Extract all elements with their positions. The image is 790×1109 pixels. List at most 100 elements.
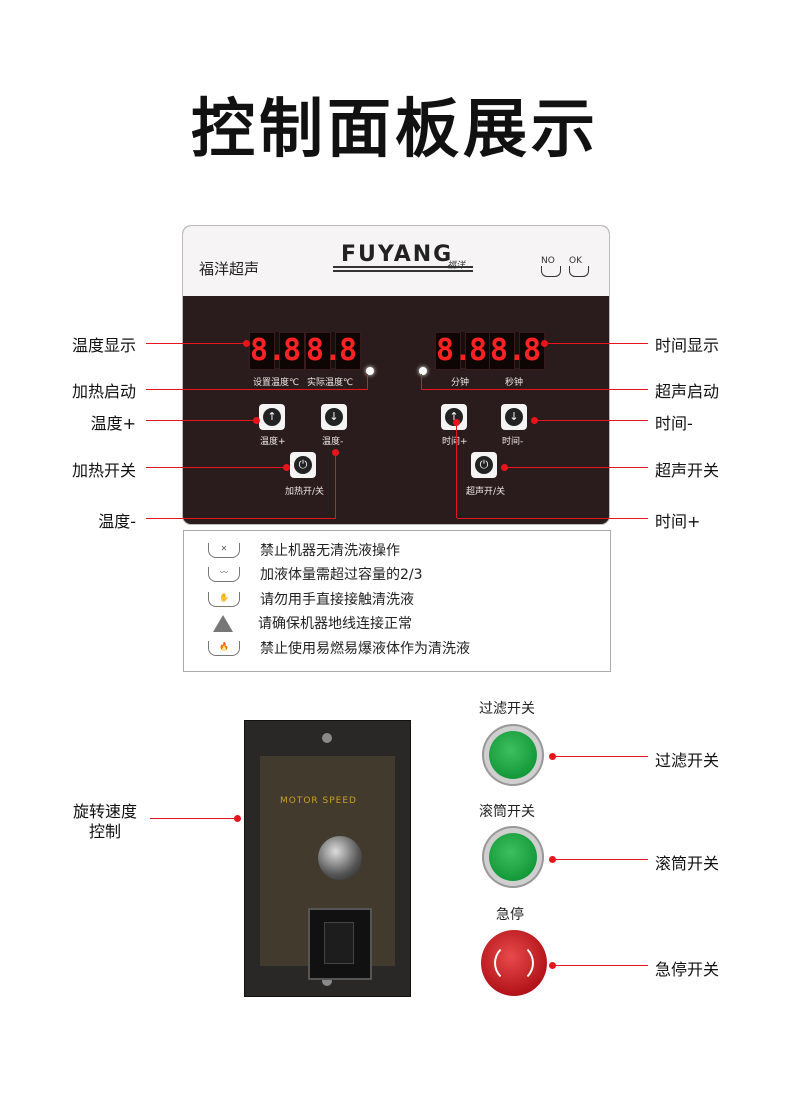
brand-chinese: 福洋超声 [199,260,260,278]
callout-line [146,343,246,344]
warning-text: 加液体量需超过容量的2/3 [260,567,423,583]
temp-down-label: 温度- [322,437,344,447]
rocker [324,922,354,964]
callout-dot [501,464,508,471]
callout-dot [549,856,556,863]
arrow-up-icon: ↑ [263,408,281,426]
brand-signature: 福洋 [447,261,466,271]
page-title: 控制面板展示 [191,93,599,167]
temp-up-button[interactable]: ↑ [259,404,285,430]
seconds-label: 秒钟 [505,378,524,388]
emergency-stop-button[interactable] [481,930,547,996]
temperature-display-actual: 8. 8 [305,332,361,370]
heat-switch-button[interactable]: ⏻ [290,452,316,478]
callout-line [146,518,336,519]
warning-box: ✕ 禁止机器无清洗液操作 〰 加液体量需超过容量的2/3 ✋ 请勿用手直接接触清… [183,530,611,672]
callout-speed-1: 旋转速度 [72,802,137,821]
display-digit: 8 [519,332,545,370]
callout-line [505,467,648,468]
callout-dot [541,340,548,347]
drum-switch-button[interactable] [482,826,544,888]
callout-filter: 过滤开关 [655,751,720,770]
callout-line [553,965,648,966]
speed-rocker-switch[interactable] [308,908,372,980]
time-up-button[interactable]: ↑ [441,404,467,430]
callout-dot [332,449,339,456]
time-up-label: 时间+ [442,437,468,447]
callout-line [456,422,457,518]
heat-start-led [366,367,374,375]
arrow-down-icon: ↓ [325,408,343,426]
speed-brand: MOTOR SPEED [280,796,357,806]
green-cap [489,833,537,881]
callout-speed-2: 控制 [88,822,121,841]
display-digit: 8 [465,332,491,370]
heat-switch-label: 加热开/关 [285,487,325,497]
callout-line [553,859,648,860]
warning-text: 禁止使用易燃易爆液体作为清洗液 [260,641,470,657]
callout-heat-start: 加热启动 [71,382,136,401]
callout-temp-down: 温度- [98,512,136,531]
filter-switch-button[interactable] [482,724,544,786]
warning-row: 请确保机器地线连接正常 [208,612,412,634]
time-display-seconds: 8. 8 [489,332,545,370]
speed-controller: MOTOR SPEED [244,720,411,997]
callout-temp-up: 温度+ [90,414,136,433]
callout-dot [253,417,260,424]
ultrasonic-start-led [419,367,427,375]
filter-switch-label: 过滤开关 [479,701,535,717]
no-hand-icon: ✋ [208,591,240,607]
warning-row: ✕ 禁止机器无清洗液操作 [208,539,400,561]
display-digit: 8. [489,332,527,370]
ok-liquid-icon: OK [569,256,589,277]
control-panel: 福洋超声 FUYANG 福洋 NO OK 8. 8 8. 8 设置温度℃ 实际温… [183,226,609,524]
callout-dot [234,815,241,822]
callout-time-display: 时间显示 [655,336,720,355]
ultrasonic-switch-button[interactable]: ⏻ [471,452,497,478]
time-down-button[interactable]: ↓ [501,404,527,430]
callout-estop: 急停开关 [655,960,720,979]
callout-dot [243,340,250,347]
no-liquid-icon: ✕ [208,542,240,558]
rotate-icon [494,943,534,983]
callout-line [367,374,368,389]
callout-line [421,389,648,390]
callout-temp-display: 温度显示 [71,336,136,355]
brand-underline [333,266,473,268]
callout-line [553,756,648,757]
minutes-label: 分钟 [451,378,470,388]
callout-dot [549,753,556,760]
panel-header: 福洋超声 FUYANG 福洋 NO OK [183,226,609,296]
estop-label: 急停 [496,907,524,923]
callout-line [545,343,648,344]
callout-heat-switch: 加热开关 [71,461,136,480]
callout-line [150,818,240,819]
basin-shape [541,266,561,277]
callout-time-up: 时间+ [655,512,701,531]
warning-row: 🔥 禁止使用易燃易爆液体作为清洗液 [208,637,470,659]
warning-row: 〰 加液体量需超过容量的2/3 [208,563,423,585]
callout-line [535,420,648,421]
no-liquid-icon: NO [541,256,561,277]
callout-dot [549,962,556,969]
temp-up-label: 温度+ [260,437,286,447]
warning-row: ✋ 请勿用手直接接触清洗液 [208,588,414,610]
screw-icon [322,976,332,986]
actual-temp-label: 实际温度℃ [307,378,354,388]
display-digit: 8 [279,332,305,370]
warning-text: 禁止机器无清洗液操作 [260,543,400,559]
brand-logo: FUYANG [341,242,454,267]
warning-text: 请勿用手直接接触清洗液 [260,592,414,608]
screw-icon [322,733,332,743]
callout-time-down: 时间- [655,414,693,433]
ultrasonic-switch-label: 超声开/关 [466,487,506,497]
speed-knob[interactable] [318,836,362,880]
warning-text: 请确保机器地线连接正常 [258,616,412,632]
display-digit: 8. [305,332,343,370]
time-display-minutes: 8. 8 [435,332,491,370]
green-cap [489,731,537,779]
time-down-label: 时间- [502,437,524,447]
callout-drum: 滚筒开关 [655,854,720,873]
callout-dot [453,419,460,426]
temp-down-button[interactable]: ↓ [321,404,347,430]
